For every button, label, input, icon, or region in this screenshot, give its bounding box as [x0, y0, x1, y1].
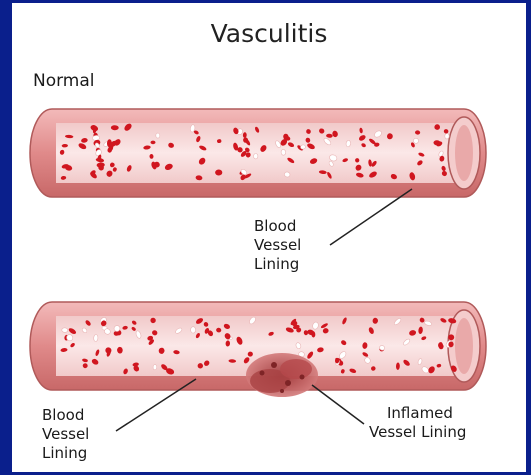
inflamed-vessel — [30, 302, 486, 397]
red-blood-cell — [151, 141, 156, 145]
inflamed-label: Inflamed Vessel Lining — [369, 404, 466, 442]
normal-vessel — [30, 109, 486, 197]
inflamed-vessel-opening-inner — [455, 318, 473, 374]
white-blood-cell — [281, 149, 286, 155]
top-lining-label-line: Blood — [254, 217, 301, 236]
white-blood-cell — [156, 133, 160, 138]
inflamed-label-line: Inflamed — [369, 404, 466, 423]
white-blood-cell — [153, 365, 157, 370]
bottom-lining-label-line: Vessel — [42, 425, 89, 444]
inflamed-pointer — [312, 385, 364, 424]
white-blood-cell — [93, 334, 98, 341]
red-blood-cell — [448, 334, 454, 340]
inflamed-label-line: Vessel Lining — [369, 423, 466, 442]
top-lining-label: Blood Vessel Lining — [254, 217, 301, 274]
white-blood-cell — [445, 133, 450, 139]
diagram-panel: Vasculitis Normal Blood Vessel Lining Bl… — [12, 3, 526, 472]
white-blood-cell — [253, 153, 257, 158]
inflammation-patch — [246, 353, 318, 397]
normal-vessel-opening-inner — [455, 125, 473, 181]
white-blood-cell — [92, 135, 100, 141]
top-lining-label-line: Vessel — [254, 236, 301, 255]
diagram-title: Vasculitis — [12, 19, 526, 48]
white-blood-cell — [191, 327, 196, 333]
white-blood-cell — [62, 328, 68, 333]
bottom-lining-label-line: Blood — [42, 406, 89, 425]
top-lining-label-line: Lining — [254, 255, 301, 274]
bottom-lining-label-line: Lining — [42, 444, 89, 463]
bottom-lining-label: Blood Vessel Lining — [42, 406, 89, 463]
normal-label: Normal — [33, 71, 95, 91]
